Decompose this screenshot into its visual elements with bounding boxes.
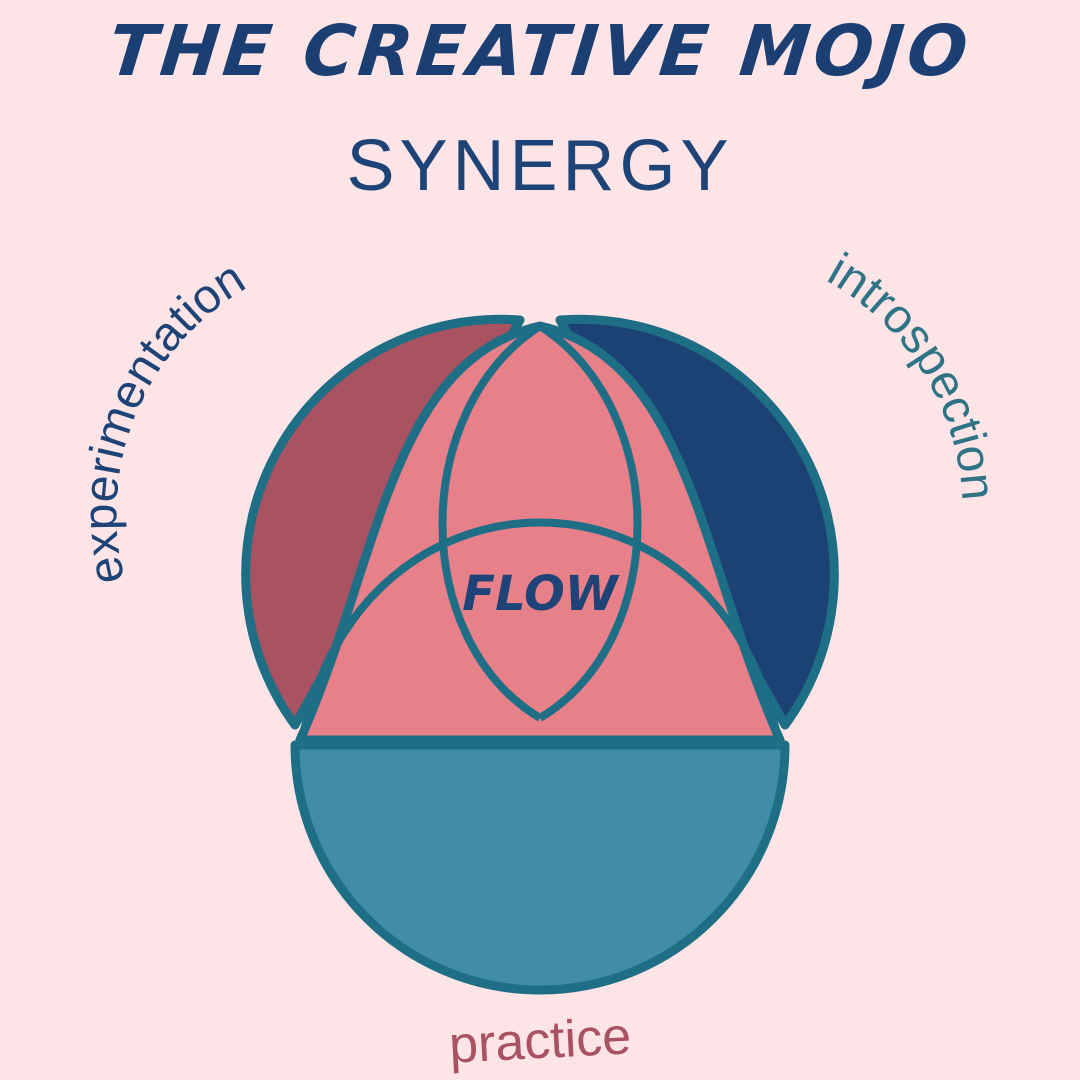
- experimentation-label: experimentation: [74, 251, 254, 588]
- inner-arc-right: [537, 322, 642, 722]
- flow-label: FLOW: [462, 566, 619, 622]
- diagram-subtitle: SYNERGY: [346, 126, 734, 206]
- inner-arc-left: [438, 322, 543, 722]
- introspection-label: introspection: [820, 244, 1005, 503]
- overlap-region: [295, 321, 785, 745]
- practice-label: practice: [448, 1007, 633, 1074]
- inner-arc-bottom: [298, 518, 782, 741]
- practice-circle: [290, 740, 790, 995]
